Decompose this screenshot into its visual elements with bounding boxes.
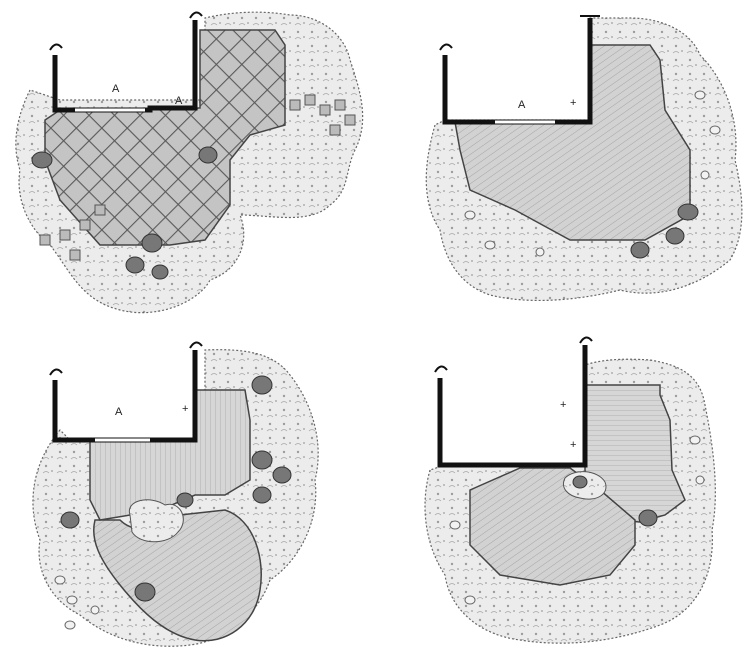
plan-3-wall-end-left: [49, 368, 63, 376]
plan-2-steps-label: +: [570, 97, 576, 109]
plan-3-wall-end-right: [189, 341, 203, 349]
plan-4-door-label: +: [560, 399, 566, 411]
plan-2-boulders: [630, 203, 699, 259]
plan-3-steps-label: +: [182, 403, 188, 415]
plan-2-deck: [454, 44, 691, 241]
plan-4-pebbles: [449, 435, 705, 605]
plan-3: A +: [32, 341, 319, 647]
plan-3-door-label: A: [115, 406, 123, 418]
plan-4-steps-label: +: [570, 439, 576, 451]
plan-4-wall-end-right: [579, 336, 593, 344]
plan-2-door-label: A: [518, 99, 526, 111]
plan-1-door-label: A: [112, 83, 120, 95]
plan-3-planter-island: [128, 499, 184, 543]
plan-2-wall-end-left: [439, 43, 453, 51]
plan-2-pebbles: [464, 90, 721, 257]
plan-1-wall-end-right: [189, 11, 203, 19]
plan-4-boulders: [572, 475, 658, 527]
plan-1-boulders: [31, 146, 218, 280]
plan-3-house-wall: [52, 350, 198, 443]
plan-4: + +: [424, 336, 716, 644]
plan-1-steps-label: A: [175, 95, 183, 107]
plan-3-pebbles: [54, 575, 100, 630]
plan-4-wall-end-left: [434, 365, 448, 373]
plan-4-house-wall: [437, 345, 588, 468]
plan-3-boulders: [60, 375, 292, 602]
plan-1: A A: [15, 11, 364, 314]
plan-1-house-wall: [52, 20, 198, 113]
plan-2: A +: [425, 15, 743, 302]
plan-1-stepping-stones: [39, 94, 356, 261]
plan-1-wall-end-left: [49, 43, 63, 51]
